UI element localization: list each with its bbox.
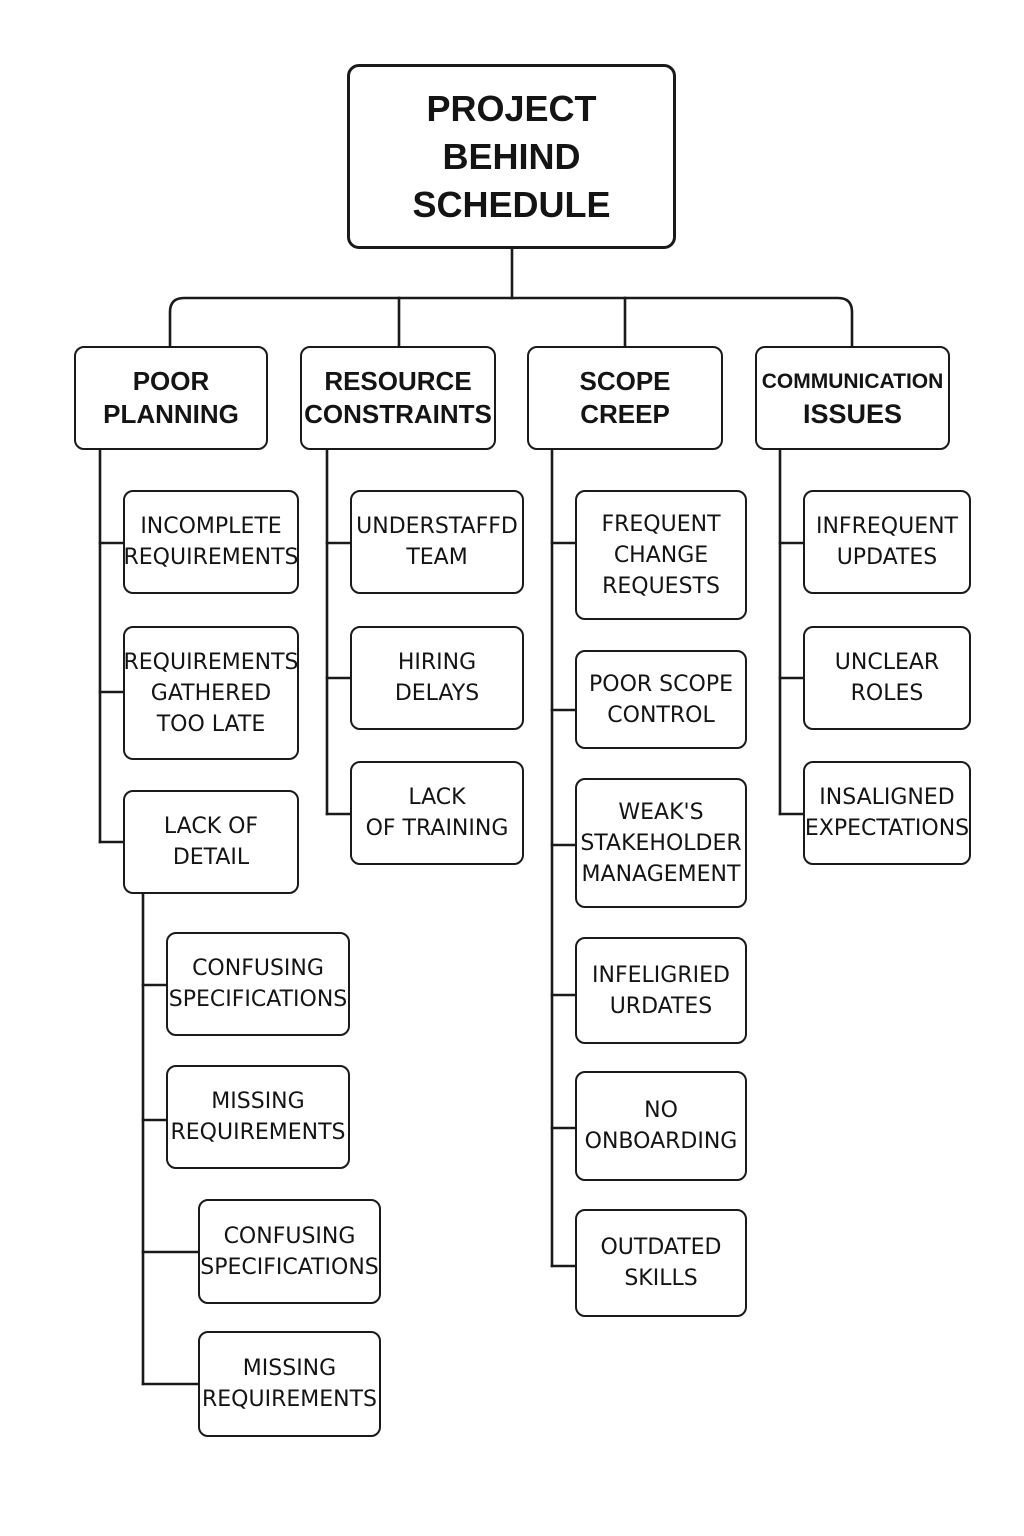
cause-node: LACK OF TRAINING [350,761,524,865]
cause-node: POOR SCOPE CONTROL [575,650,747,749]
category-label-line1: COMMUNICATION [761,370,944,393]
cause-label: INFREQUENT UPDATES [815,514,958,570]
subcause-label: CONFUSING SPECIFICATIONS [200,1223,379,1280]
category-label: POOR PLANNING [103,366,239,429]
cause-label: NO ONBOARDING [584,1098,738,1154]
cause-node: INSALIGNED EXPECTATIONS [803,761,971,865]
cause-label: LACK OF TRAINING [365,785,509,841]
cause-label: HIRING DELAYS [394,650,480,706]
cause-label: INFELIGRIED URDATES [592,962,730,1019]
root-problem-label: PROJECT BEHIND SCHEDULE [412,87,611,225]
cause-label: LACK OF DETAIL [163,814,259,870]
cause-label: REQUIREMENTS GATHERED TOO LATE [123,649,299,737]
cause-label: INSALIGNED EXPECTATIONS [804,785,970,841]
category-label: RESOURCE CONSTRAINTS [304,366,492,429]
cause-label: OUTDATED SKILLS [600,1235,722,1291]
cause-label: UNDERSTAFFD TEAM [356,514,518,570]
cause-node: LACK OF DETAIL [123,790,299,894]
category-communication-issues: COMMUNICATION ISSUES [755,346,950,450]
category-label: SCOPE CREEP [579,366,671,429]
cause-node: UNCLEAR ROLES [803,626,971,730]
cause-label: UNCLEAR ROLES [834,650,940,706]
category-poor-planning: POOR PLANNING [74,346,268,450]
cause-node: INCOMPLETE REQUIREMENTS [123,490,299,594]
subcause-label: MISSING REQUIREMENTS [170,1089,346,1145]
subcause-node: MISSING REQUIREMENTS [198,1331,381,1437]
cause-label: INCOMPLETE REQUIREMENTS [123,514,299,570]
cause-label: FREQUENT CHANGE REQUESTS [601,511,721,599]
cause-node: REQUIREMENTS GATHERED TOO LATE [123,626,299,760]
subcause-label: MISSING REQUIREMENTS [201,1356,378,1412]
cause-node: HIRING DELAYS [350,626,524,730]
category-resource-constraints: RESOURCE CONSTRAINTS [300,346,496,450]
subcause-node: CONFUSING SPECIFICATIONS [198,1199,381,1304]
subcause-node: CONFUSING SPECIFICATIONS [166,932,350,1036]
cause-node: WEAK'S STAKEHOLDER MANAGEMENT [575,778,747,908]
cause-node: NO ONBOARDING [575,1071,747,1181]
cause-label: POOR SCOPE CONTROL [589,671,733,728]
cause-node: FREQUENT CHANGE REQUESTS [575,490,747,620]
root-problem-node: PROJECT BEHIND SCHEDULE [347,64,676,249]
cause-node: INFELIGRIED URDATES [575,937,747,1044]
category-label-line2: ISSUES [802,399,903,429]
subcause-node: MISSING REQUIREMENTS [166,1065,350,1169]
subcause-label: CONFUSING SPECIFICATIONS [168,956,348,1012]
cause-node: OUTDATED SKILLS [575,1209,747,1317]
category-scope-creep: SCOPE CREEP [527,346,723,450]
cause-label: WEAK'S STAKEHOLDER MANAGEMENT [580,799,742,887]
cause-node: UNDERSTAFFD TEAM [350,490,524,594]
cause-node: INFREQUENT UPDATES [803,490,971,594]
